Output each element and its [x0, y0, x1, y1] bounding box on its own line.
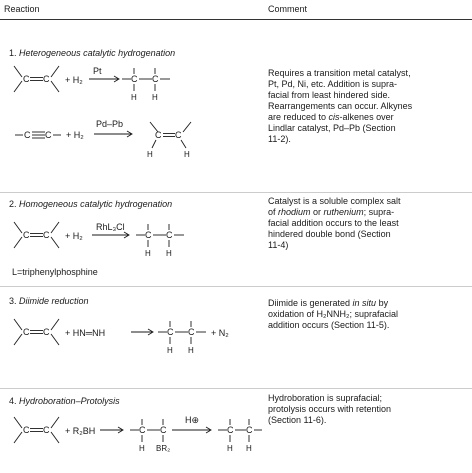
column-header-reaction: Reaction [4, 4, 40, 14]
svg-text:H: H [147, 150, 153, 159]
svg-text:C: C [167, 327, 174, 337]
svg-text:H: H [227, 444, 233, 453]
svg-text:C: C [43, 327, 50, 337]
svg-text:C: C [43, 74, 50, 84]
reaction-title-4: 4. Hydroboration–Protolysis [9, 396, 120, 406]
svg-text:H: H [145, 249, 151, 258]
ligand-note: L=triphenylphosphine [12, 267, 98, 277]
svg-text:C: C [175, 130, 182, 140]
svg-text:Pd–Pb: Pd–Pb [96, 119, 123, 129]
svg-text:C: C [43, 230, 50, 240]
svg-text:H⊕: H⊕ [185, 415, 199, 425]
svg-text:Pt: Pt [93, 66, 102, 76]
column-header-comment: Comment [268, 4, 308, 14]
svg-text:C: C [23, 74, 30, 84]
svg-text:C: C [23, 230, 30, 240]
svg-text:C: C [152, 74, 159, 84]
svg-text:H: H [139, 444, 145, 453]
svg-text:C: C [188, 327, 195, 337]
row-divider-2 [0, 286, 472, 287]
svg-text:H: H [184, 150, 190, 159]
svg-text:H: H [166, 249, 172, 258]
svg-text:+ R₂BH: + R₂BH [65, 426, 95, 436]
svg-text:H: H [188, 346, 194, 355]
svg-text:C: C [23, 425, 30, 435]
header-divider [0, 19, 472, 20]
svg-text:C: C [131, 74, 138, 84]
reaction-title-1: 1. Heterogeneous catalytic hydrogenation [9, 48, 176, 58]
reaction-title-3: 3. Diimide reduction [9, 296, 89, 306]
comment-4: Hydroboration is suprafacial; protolysis… [268, 393, 392, 425]
svg-text:C: C [43, 425, 50, 435]
svg-text:C: C [23, 327, 30, 337]
svg-text:+ HN═NH: + HN═NH [65, 328, 105, 338]
svg-text:H: H [131, 93, 137, 102]
svg-text:H: H [167, 346, 173, 355]
comment-1: Requires a transition metal catalyst, Pt… [268, 68, 413, 144]
svg-text:C: C [227, 425, 234, 435]
svg-text:RhL₃Cl: RhL₃Cl [96, 222, 125, 232]
svg-text:C: C [166, 230, 173, 240]
svg-text:C: C [155, 130, 162, 140]
svg-text:C: C [246, 425, 253, 435]
svg-text:C: C [145, 230, 152, 240]
reaction-title-2: 2. Homogeneous catalytic hydrogenation [9, 199, 173, 209]
row-divider-3 [0, 388, 472, 389]
comment-3: Diimide is generated in situ by oxidatio… [268, 298, 399, 330]
svg-text:+ H₂: + H₂ [65, 75, 83, 85]
svg-text:C: C [139, 425, 146, 435]
svg-text:+ H₂: + H₂ [65, 231, 83, 241]
svg-text:H: H [246, 444, 252, 453]
scheme-3: C C + HN═NH C H C H + N₂ [13, 318, 229, 355]
scheme-1b: C C + H₂ Pd–Pb C C H H [15, 119, 192, 159]
comment-2: Catalyst is a soluble complex salt of rh… [268, 196, 401, 250]
svg-text:H: H [152, 93, 158, 102]
svg-text:C: C [160, 425, 167, 435]
scheme-2: C C + H₂ RhL₃Cl C H C H [13, 221, 184, 258]
svg-text:+ H₂: + H₂ [66, 130, 84, 140]
svg-text:C: C [24, 130, 31, 140]
scheme-4: C C + R₂BH C H C BR₂ H⊕ C H C H [13, 415, 262, 453]
svg-text:BR₂: BR₂ [156, 444, 170, 453]
row-divider-1 [0, 192, 472, 193]
svg-text:C: C [45, 130, 52, 140]
scheme-1a: C C + H₂ Pt C H C H [13, 65, 170, 102]
svg-text:+ N₂: + N₂ [211, 328, 229, 338]
